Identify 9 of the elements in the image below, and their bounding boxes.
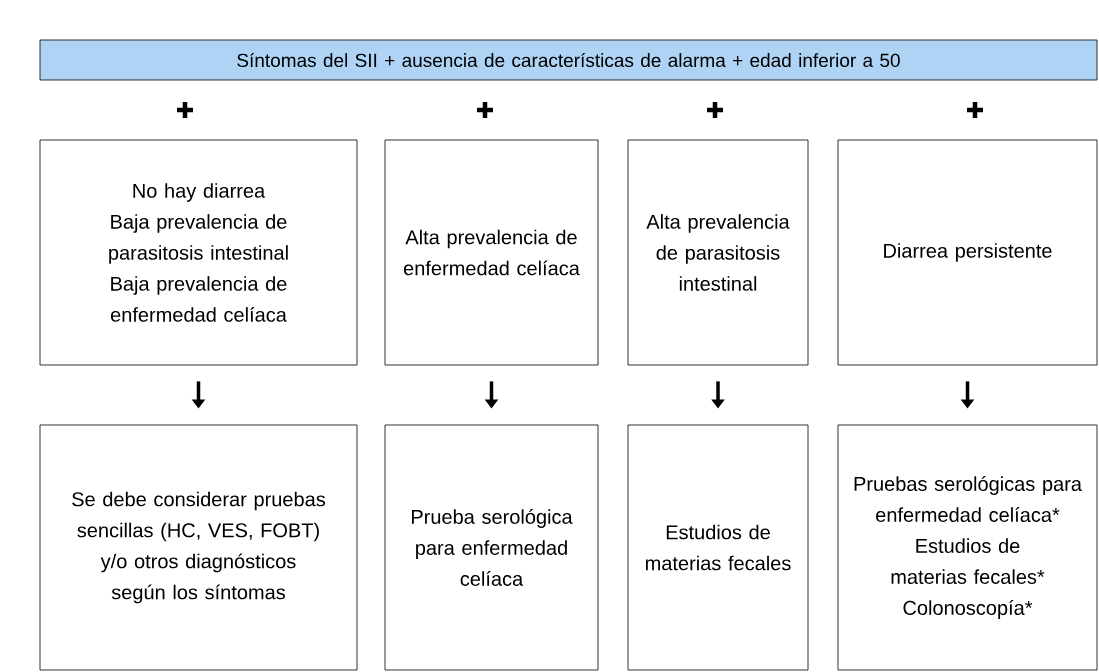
process-box: No hay diarrea Baja prevalencia de parasitosis intestinal Baja prevalencia de enfermedad celíaca [39,139,358,366]
process-box: Alta prevalencia de parasitosis intestinal [627,139,809,366]
process-box: Pruebas serológicas para enfermedad celíaca* Estudios de materias fecales* Colonoscopía* [837,424,1098,671]
process-box: Prueba serológica para enfermedad celíaca [384,424,599,671]
process-box: Diarrea persistente [837,139,1098,366]
process-box: Se debe considerar pruebas sencillas (HC, VES, FOBT) y/o otros diagnósticos según los síntomas [39,424,358,671]
process-box: Estudios de materias fecales [627,424,809,671]
process-box: Alta prevalencia de enfermedad celíaca [384,139,599,366]
header-band: Síntomas del SII + ausencia de características de alarma + edad inferior a 50 [39,39,1098,81]
